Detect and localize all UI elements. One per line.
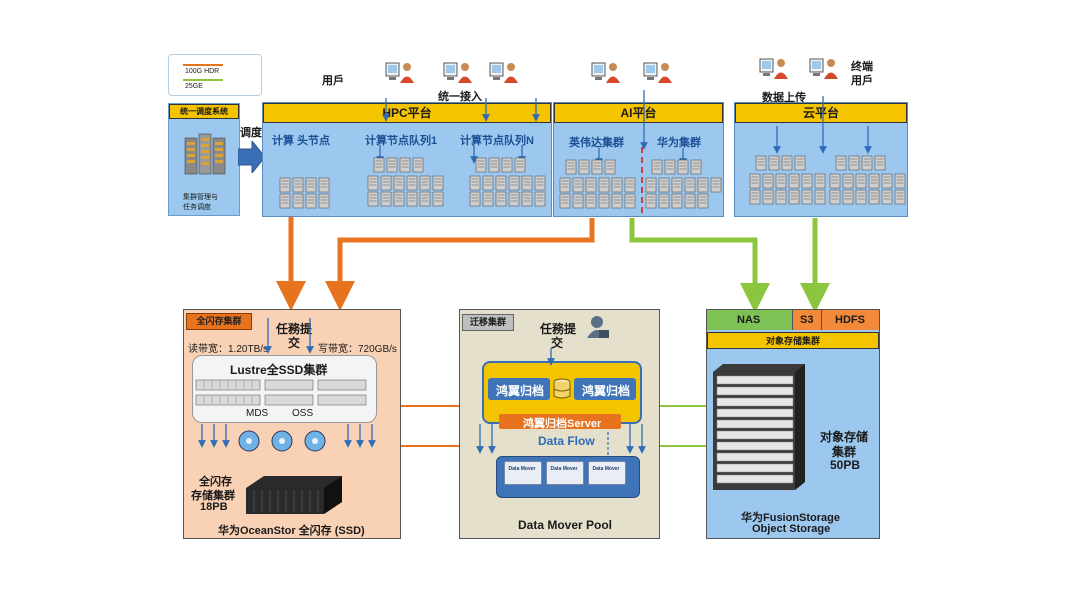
object-capacity-2: 集群 <box>832 445 857 459</box>
oceanstor-array-icon <box>246 476 342 514</box>
flash-footer: 华为OceanStor 全闪存 (SSD) <box>218 525 365 537</box>
migration-task-label-2: 交 <box>551 336 564 350</box>
migration-task-label-1: 任務提 <box>540 322 577 336</box>
object-capacity-3: 50PB <box>830 458 861 472</box>
user-computer-icon <box>759 58 788 79</box>
ai-to-nas-link <box>629 218 770 313</box>
archive-left-label: 鸿翼归档 <box>496 384 545 398</box>
data-mover-card-label: Data Mover <box>592 466 620 472</box>
server-cluster-icon <box>184 133 226 175</box>
terminal-user-label-1: 终端 <box>851 61 873 73</box>
data-mover-pool-label: Data Mover Pool <box>518 518 613 532</box>
hdfs-protocol <box>822 310 879 330</box>
data-mover-card <box>588 461 626 485</box>
archive-server-label: 鸿翼归档Server <box>523 418 602 430</box>
archive-left-chip <box>488 378 550 400</box>
operator-icon <box>587 316 609 338</box>
data-mover-card <box>546 461 584 485</box>
user-label: 用戶 <box>322 75 344 87</box>
object-footer-2: Object Storage <box>752 523 831 535</box>
hdfs-label: HDFS <box>835 314 865 326</box>
oss-label: OSS <box>292 408 314 419</box>
unified-access-label: 统一接入 <box>438 91 482 103</box>
scheduler-caption-1: 集群管理与 <box>183 194 218 201</box>
user-computer-icon <box>489 62 518 83</box>
data-mover-card <box>504 461 542 485</box>
legend-hdr-line <box>183 64 223 66</box>
s3-label: S3 <box>800 314 814 326</box>
flash-panel: 全闪存集群 <box>183 309 401 539</box>
hpc-title: HPC平台 <box>263 103 551 123</box>
data-flow-label: Data Flow <box>538 434 595 448</box>
hpc-queue1-label: 计算节点队列1 <box>365 135 438 147</box>
user-computer-icon <box>385 62 414 83</box>
object-storage-rack-icon <box>713 364 805 490</box>
ai-to-flash-link <box>325 218 595 311</box>
flash-capacity-2: 存储集群 <box>191 490 235 502</box>
disk-icon <box>238 430 260 452</box>
lustre-title: Lustre全SSD集群 <box>230 363 328 377</box>
scheduler-title: 统一调度系统 <box>169 104 239 119</box>
flash-read-bandwidth: 读带宽：1.20TB/s <box>188 344 269 355</box>
hpc-queuen-label: 计算节点队列N <box>460 135 534 147</box>
scheduler-panel: 统一调度系统 集群管理与 任务调度 <box>168 103 240 216</box>
ai-huawei-label: 华为集群 <box>657 137 701 149</box>
archive-server-bar <box>499 414 621 429</box>
flash-task-label-1: 任務提 <box>276 322 313 336</box>
cloud-title: 云平台 <box>735 103 907 123</box>
legend: 100G HDR 25GE <box>168 54 262 96</box>
object-title: 对象存储集群 <box>707 332 879 349</box>
hpc-head-node-label: 计算 头节点 <box>272 135 331 147</box>
scheduler-caption-2: 任务调度 <box>183 204 211 211</box>
user-computer-icon <box>443 62 472 83</box>
flash-tag: 全闪存集群 <box>186 313 252 330</box>
user-computer-icon <box>643 62 672 83</box>
migration-tag: 迁移集群 <box>462 314 514 331</box>
disk-icon <box>271 430 293 452</box>
user-computer-icon <box>809 58 838 79</box>
schedule-label: 调度 <box>240 127 262 139</box>
legend-25ge-label: 25GE <box>185 83 203 90</box>
schedule-arrow-icon <box>238 141 266 173</box>
data-mover-card-label: Data Mover <box>550 466 578 472</box>
ai-title: AI平台 <box>554 103 723 123</box>
legend-hdr-label: 100G HDR <box>185 68 220 75</box>
object-capacity-1: 对象存储 <box>820 430 869 444</box>
user-icons <box>385 58 838 83</box>
nas-label: NAS <box>737 314 761 326</box>
ai-divider <box>641 147 643 213</box>
flash-capacity-1: 全闪存 <box>199 476 232 488</box>
s3-protocol <box>793 310 822 330</box>
database-icon <box>553 378 571 399</box>
disk-icon <box>304 430 326 452</box>
user-computer-icon <box>591 62 620 83</box>
nas-protocol <box>707 310 793 330</box>
terminal-user-label-2: 用戶 <box>851 75 873 87</box>
mds-label: MDS <box>246 408 269 419</box>
legend-25ge-line <box>183 79 223 81</box>
archive-right-chip <box>574 378 636 400</box>
upload-label: 数据上传 <box>762 92 806 104</box>
ai-nvidia-label: 英伟达集群 <box>569 137 624 149</box>
object-footer-1: 华为FusionStorage <box>741 512 841 524</box>
flash-capacity-3: 18PB <box>200 501 228 513</box>
flash-write-bandwidth: 写带宽：720GB/s <box>318 344 397 355</box>
flash-task-label-2: 交 <box>288 336 301 350</box>
archive-right-label: 鸿翼归档 <box>582 384 631 398</box>
data-mover-card-label: Data Mover <box>508 466 536 472</box>
